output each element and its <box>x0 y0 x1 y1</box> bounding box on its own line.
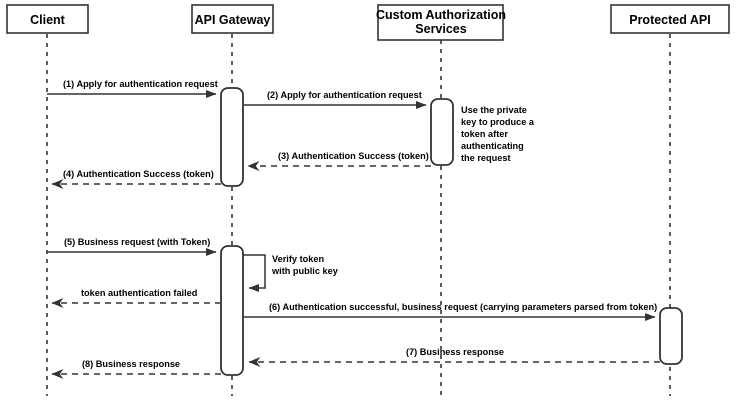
message-token-authentication-failed[interactable]: token authentication failed <box>51 288 221 309</box>
note-private-key-line2: key to produce a <box>461 117 535 127</box>
activation-bars-group <box>220 87 683 376</box>
activation-custom-authorization-services <box>430 98 454 166</box>
message-token-authentication-failed-label: token authentication failed <box>81 288 197 298</box>
note-private-key: Use the private key to produce a token a… <box>461 105 535 163</box>
note-private-key-line3: token after <box>461 129 508 139</box>
note-private-key-line1: Use the private <box>461 105 527 115</box>
participant-box-api-gateway[interactable] <box>191 4 274 34</box>
message-8[interactable]: (8) Business response <box>51 359 221 380</box>
message-2[interactable]: (2) Apply for authentication request <box>243 90 427 109</box>
participant-box-protected-api[interactable] <box>610 4 730 34</box>
message-7-label: (7) Business response <box>406 347 504 357</box>
message-4[interactable]: (4) Authentication Success (token) <box>51 169 221 190</box>
message-8-label: (8) Business response <box>82 359 180 369</box>
participant-label-custom-authorization-services-line1: Custom Authorization <box>376 8 506 22</box>
participant-custom-authorization-services[interactable]: Custom Authorization Services <box>376 4 506 41</box>
participant-label-client: Client <box>30 13 66 27</box>
message-6-label: (6) Authentication successful, business … <box>269 302 657 312</box>
message-4-label: (4) Authentication Success (token) <box>63 169 214 179</box>
message-3-label: (3) Authentication Success (token) <box>278 151 429 161</box>
message-self-verify-token[interactable]: Verify token with public key <box>243 254 339 292</box>
participant-label-custom-authorization-services-line2: Services <box>415 22 466 36</box>
message-self-verify-token-label-line2: with public key <box>271 266 339 276</box>
participant-box-client[interactable] <box>6 4 89 34</box>
participant-client[interactable]: Client <box>6 4 89 34</box>
activation-protected-api <box>659 307 683 365</box>
participant-label-protected-api: Protected API <box>629 13 711 27</box>
participant-label-api-gateway: API Gateway <box>195 13 271 27</box>
message-self-verify-token-label-line1: Verify token <box>272 254 324 264</box>
message-3[interactable]: (3) Authentication Success (token) <box>247 151 431 172</box>
message-6[interactable]: (6) Authentication successful, business … <box>243 302 657 321</box>
message-2-label: (2) Apply for authentication request <box>267 90 422 100</box>
message-1-label: (1) Apply for authentication request <box>63 79 218 89</box>
lifelines-group <box>46 34 671 396</box>
message-5-label: (5) Business request (with Token) <box>64 237 210 247</box>
activation-api-gateway-business <box>220 245 244 376</box>
note-private-key-line4: authenticating <box>461 141 524 151</box>
message-7[interactable]: (7) Business response <box>248 347 660 368</box>
participant-box-custom-authorization-services[interactable] <box>377 4 504 41</box>
message-1[interactable]: (1) Apply for authentication request <box>47 79 218 98</box>
message-5[interactable]: (5) Business request (with Token) <box>47 237 217 256</box>
participant-api-gateway[interactable]: API Gateway <box>191 4 274 34</box>
activation-api-gateway-auth <box>220 87 244 187</box>
note-private-key-line5: the request <box>461 153 511 163</box>
message-self-verify-token-arrow[interactable] <box>243 254 266 292</box>
participant-protected-api[interactable]: Protected API <box>610 4 730 34</box>
